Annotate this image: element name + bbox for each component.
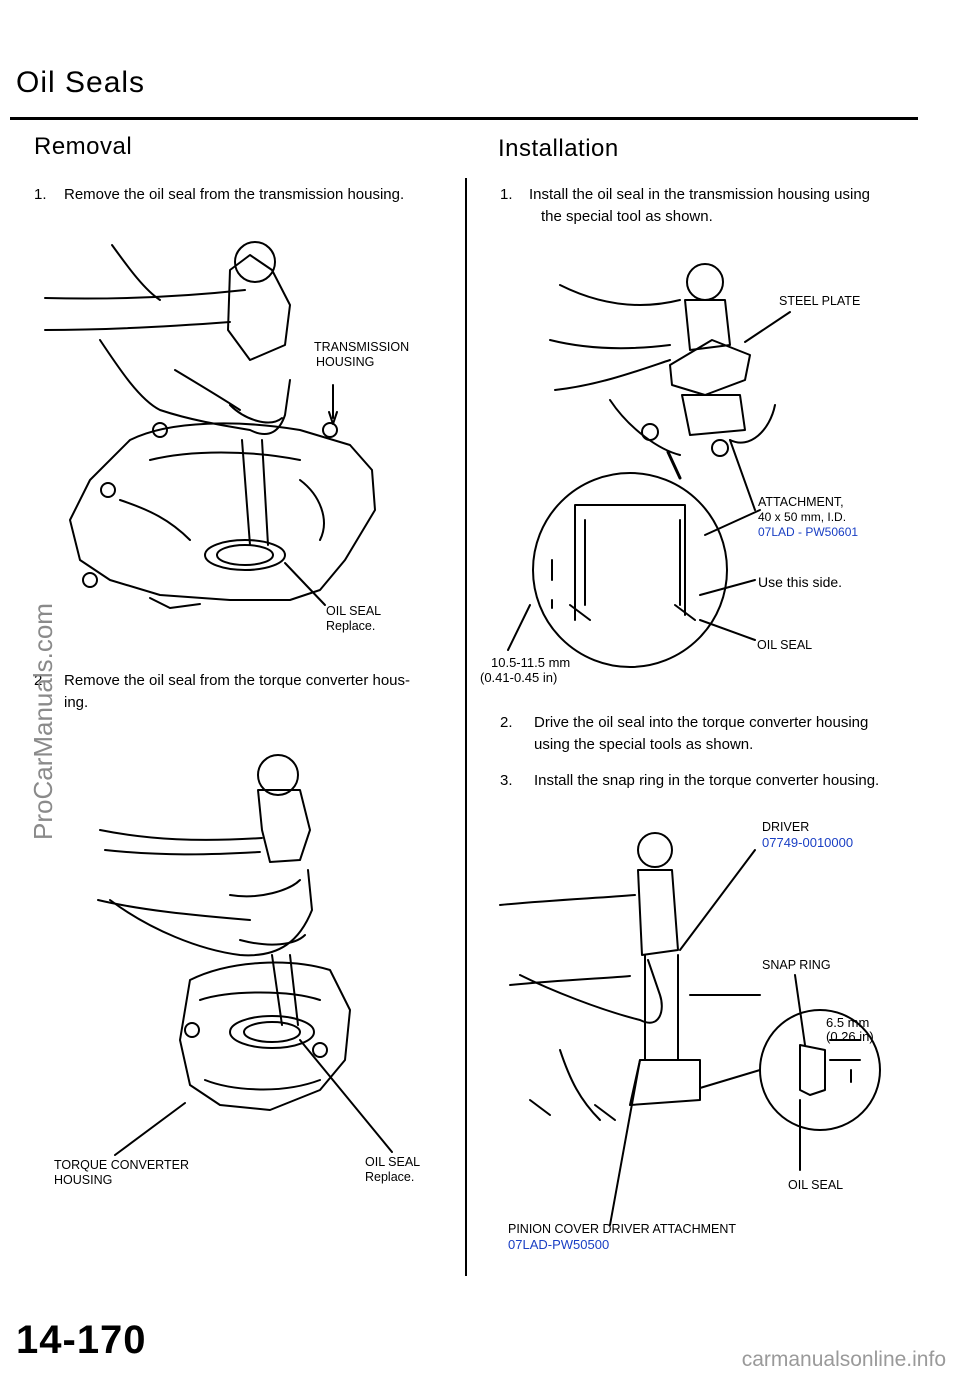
installation-heading: Installation [498,135,619,162]
removal-heading: Removal [34,133,133,160]
use-this-side-label: Use this side. [758,574,843,590]
installation-step-2: 2. Drive the oil seal into the torque co… [500,714,869,753]
torque-converter-housing-label: TORQUE CONVERTER HOUSING [54,1158,189,1187]
driver-label: DRIVER 07749-0010000 [762,820,854,850]
oil-seal-label-1: OIL SEAL Replace. [326,604,382,633]
pinion-cover-driver-label: PINION COVER DRIVER ATTACHMENT 07LAD-PW5… [508,1222,737,1252]
watermark-side: ProCarManuals.com [28,603,58,840]
attachment-label: ATTACHMENT, 40 x 50 mm, I.D. 07LAD - PW5… [758,495,859,539]
steel-plate-label: STEEL PLATE [779,294,861,308]
watermark-footer: carmanualsonline.info [741,1348,946,1371]
step-number: 1. [500,186,513,203]
step-number: 2. [500,714,513,731]
installation-step-3: 3. Install the snap ring in the torque c… [500,770,920,792]
title-rule [10,117,918,120]
step-text: Remove the oil seal from the transmissio… [64,186,405,203]
removal-step-2: 2. Remove the oil seal from the torque c… [34,672,411,711]
page-title: Oil Seals [16,66,146,99]
installation-figure-1 [507,263,791,668]
page-number: 14-170 [16,1318,147,1362]
oil-seal-label-3: OIL SEAL [757,638,813,652]
step-number: 3. [500,772,513,789]
snap-ring-dimension: 6.5 mm (0.26 in) [826,1015,874,1044]
oil-seal-label-2: OIL SEAL Replace. [365,1155,421,1184]
installation-step-1: 1. Install the oil seal in the transmiss… [500,186,871,225]
removal-figure-2 [97,754,393,1156]
transmission-housing-label: TRANSMISSION HOUSING [314,340,410,369]
step-number: 2. [34,672,47,689]
removal-step-1: 1. Remove the oil seal from the transmis… [34,184,454,206]
seal-depth-dimension: 10.5-11.5 mm (0.41-0.45 in) [480,655,571,685]
snap-ring-label: SNAP RING [762,958,831,972]
removal-figure-1 [44,241,376,609]
column-divider [465,178,467,1276]
oil-seal-label-4: OIL SEAL [788,1178,844,1192]
installation-figure-2 [499,832,881,1226]
step-number: 1. [34,186,47,203]
